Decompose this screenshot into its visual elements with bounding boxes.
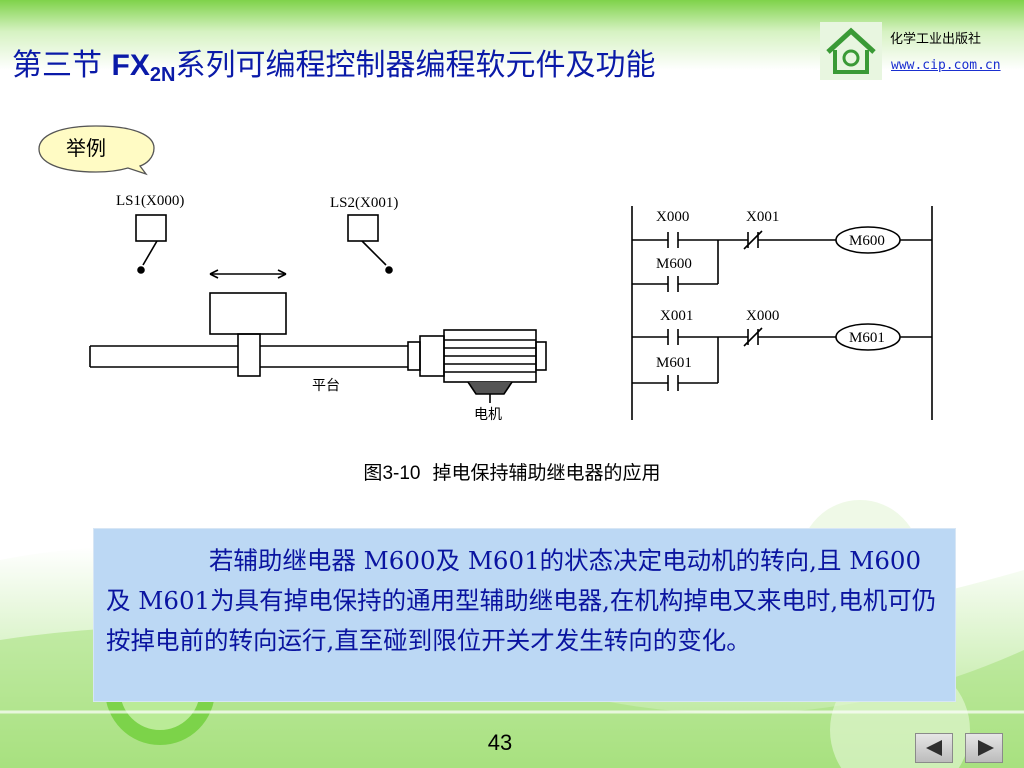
motor-coupling xyxy=(407,341,421,371)
example-label: 举例 xyxy=(66,136,106,160)
label-platform: 平台 xyxy=(312,378,340,394)
slide-title: 第三节 FX2N系列可编程控制器编程软元件及功能 xyxy=(12,40,655,87)
label-x000-b: X000 xyxy=(746,308,779,324)
explanation-box: 若辅助继电器 M600及 M601的状态决定电动机的转向,且 M600及 M60… xyxy=(93,528,956,702)
publisher-name: 化学工业出版社 xyxy=(890,32,982,47)
arrow-left-icon xyxy=(926,740,942,756)
carriage-block xyxy=(209,292,287,335)
title-rest: 系列可编程控制器编程软元件及功能 xyxy=(175,48,656,83)
label-motor: 电机 xyxy=(474,407,502,423)
publisher-logo xyxy=(820,22,882,80)
label-ls1: LS1(X000) xyxy=(116,193,184,209)
label-ls2: LS2(X001) xyxy=(330,195,398,211)
limit-switch-1-box xyxy=(135,214,167,242)
label-x001-a: X001 xyxy=(746,209,779,225)
caption-text: 掉电保持辅助继电器的应用 xyxy=(420,462,661,484)
page-number: 43 xyxy=(487,730,513,755)
label-x001-b: X001 xyxy=(660,308,693,324)
label-m601-contact: M601 xyxy=(656,355,692,371)
limit-switch-2-box xyxy=(347,214,379,242)
title-subscript: 2N xyxy=(149,64,176,86)
label-x000-a: X000 xyxy=(656,209,689,225)
house-logo-icon xyxy=(826,27,876,74)
caption-number: 3-10 xyxy=(382,463,421,484)
label-m601-coil: M601 xyxy=(849,330,885,346)
title-prefix: 第三节 xyxy=(12,48,112,83)
label-m600-contact: M600 xyxy=(656,256,692,272)
title-fx: FX xyxy=(111,49,150,82)
previous-slide-button[interactable] xyxy=(915,733,953,763)
publisher-url[interactable]: www.cip.com.cn xyxy=(891,58,1001,73)
arrow-right-icon xyxy=(978,740,994,756)
figure-caption: 图3-10 掉电保持辅助继电器的应用 xyxy=(0,458,1024,485)
explanation-text: 若辅助继电器 M600及 M601的状态决定电动机的转向,且 M600及 M60… xyxy=(106,546,937,655)
example-bubble xyxy=(38,125,155,176)
label-m600-coil: M600 xyxy=(849,233,885,249)
next-slide-button[interactable] xyxy=(965,733,1003,763)
caption-fig: 图 xyxy=(363,462,383,484)
